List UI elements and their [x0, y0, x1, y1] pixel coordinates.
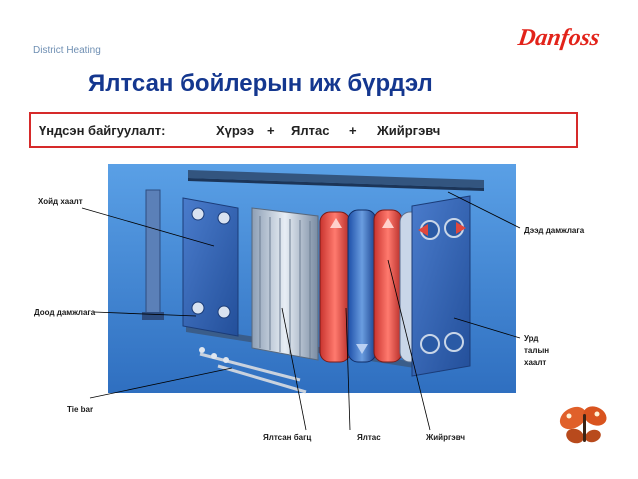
svg-text:Danfoss: Danfoss: [517, 25, 601, 51]
cold-plate-1: [348, 210, 376, 362]
formula-box: Үндсэн байгуулалт: Хүрээ + Ялтас + Жийрг…: [29, 112, 578, 148]
formula-plate: Ялтас: [291, 123, 329, 138]
support-column: [146, 190, 160, 318]
label-front-cover-line-2: талын: [524, 345, 549, 357]
formula-frame: Хүрээ: [216, 123, 254, 138]
label-plate-pack: Ялтсан багц: [263, 432, 311, 444]
label-plate: Ялтас: [357, 432, 381, 444]
label-back-cover: Хойд хаалт: [38, 196, 83, 208]
plate-pack: [252, 208, 318, 360]
label-top-carrier: Дээд дамжлага: [524, 225, 584, 237]
heat-exchanger-diagram: [0, 148, 638, 479]
label-tie-bar: Tie bar: [67, 404, 93, 416]
formula-plus-1: +: [267, 123, 275, 138]
label-front-cover-line-3: хаалт: [524, 357, 549, 369]
label-front-cover: Урд талын хаалт: [524, 333, 549, 369]
danfoss-logo: Danfoss: [517, 18, 609, 54]
formula-gasket: Жийргэвч: [377, 123, 440, 138]
formula-plus-2: +: [349, 123, 357, 138]
hot-plate-2: [374, 210, 402, 362]
label-gasket: Жийргэвч: [426, 432, 465, 444]
label-bottom-carrier: Доод дамжлага: [34, 307, 95, 319]
page-title: Ялтсан бойлерын иж бүрдэл: [88, 70, 433, 98]
formula-label: Үндсэн байгуулалт:: [39, 123, 165, 138]
hot-plate-1: [320, 212, 350, 362]
label-front-cover-line-1: Урд: [524, 333, 549, 345]
section-label: District Heating: [33, 45, 101, 56]
butterfly-icon: [555, 398, 615, 458]
